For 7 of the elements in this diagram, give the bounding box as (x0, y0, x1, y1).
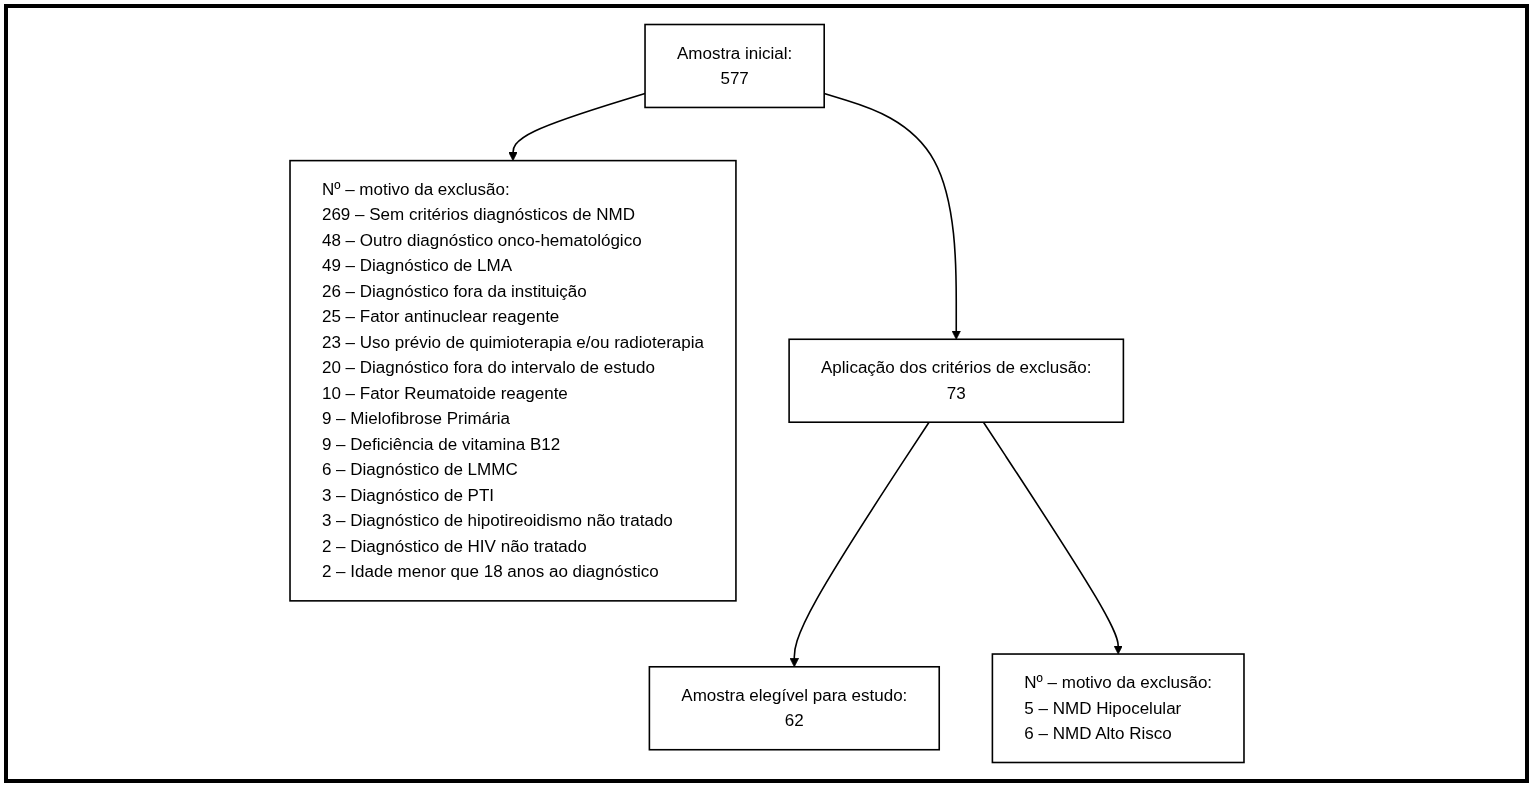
node-box: Amostra elegível para estudo: 62 (648, 666, 940, 751)
arrow (982, 421, 1123, 655)
node-box: Nº – motivo da exclusão: 269 – Sem critérios diagnósticos de NMD 48 – Outro diagnóstico onco-hematológico 49 – Diagnóstico de LMA 26 – Diagnóstico fora da instituição 25 – Fator antinuclear reagente 23 – Uso prévio de quimioterapia e/ou radioterapia 20 – Diagnóstico fora do intervalo de estudo 10 – Fator Reumatoide reagente 9 – Mielofibrose Primária 9 – Deficiência de vitamina B12 6 – Diagnóstico de LMMC 3 – Diagnóstico de PTI 3 – Diagnóstico de hipotireoidismo não tratado 2 – Diagnóstico de HIV não tratado 2 – Idade menor que 18 anos ao diagnóstico (288, 159, 737, 602)
node-box: Amostra inicial: 577 (643, 23, 825, 109)
node-box: Nº – motivo da exclusão: 5 – NMD Hipocelular 6 – NMD Alto Risco (991, 653, 1245, 764)
arrow (789, 421, 930, 668)
node-box: Aplicação dos critérios de exclusão: 73 (787, 338, 1124, 423)
